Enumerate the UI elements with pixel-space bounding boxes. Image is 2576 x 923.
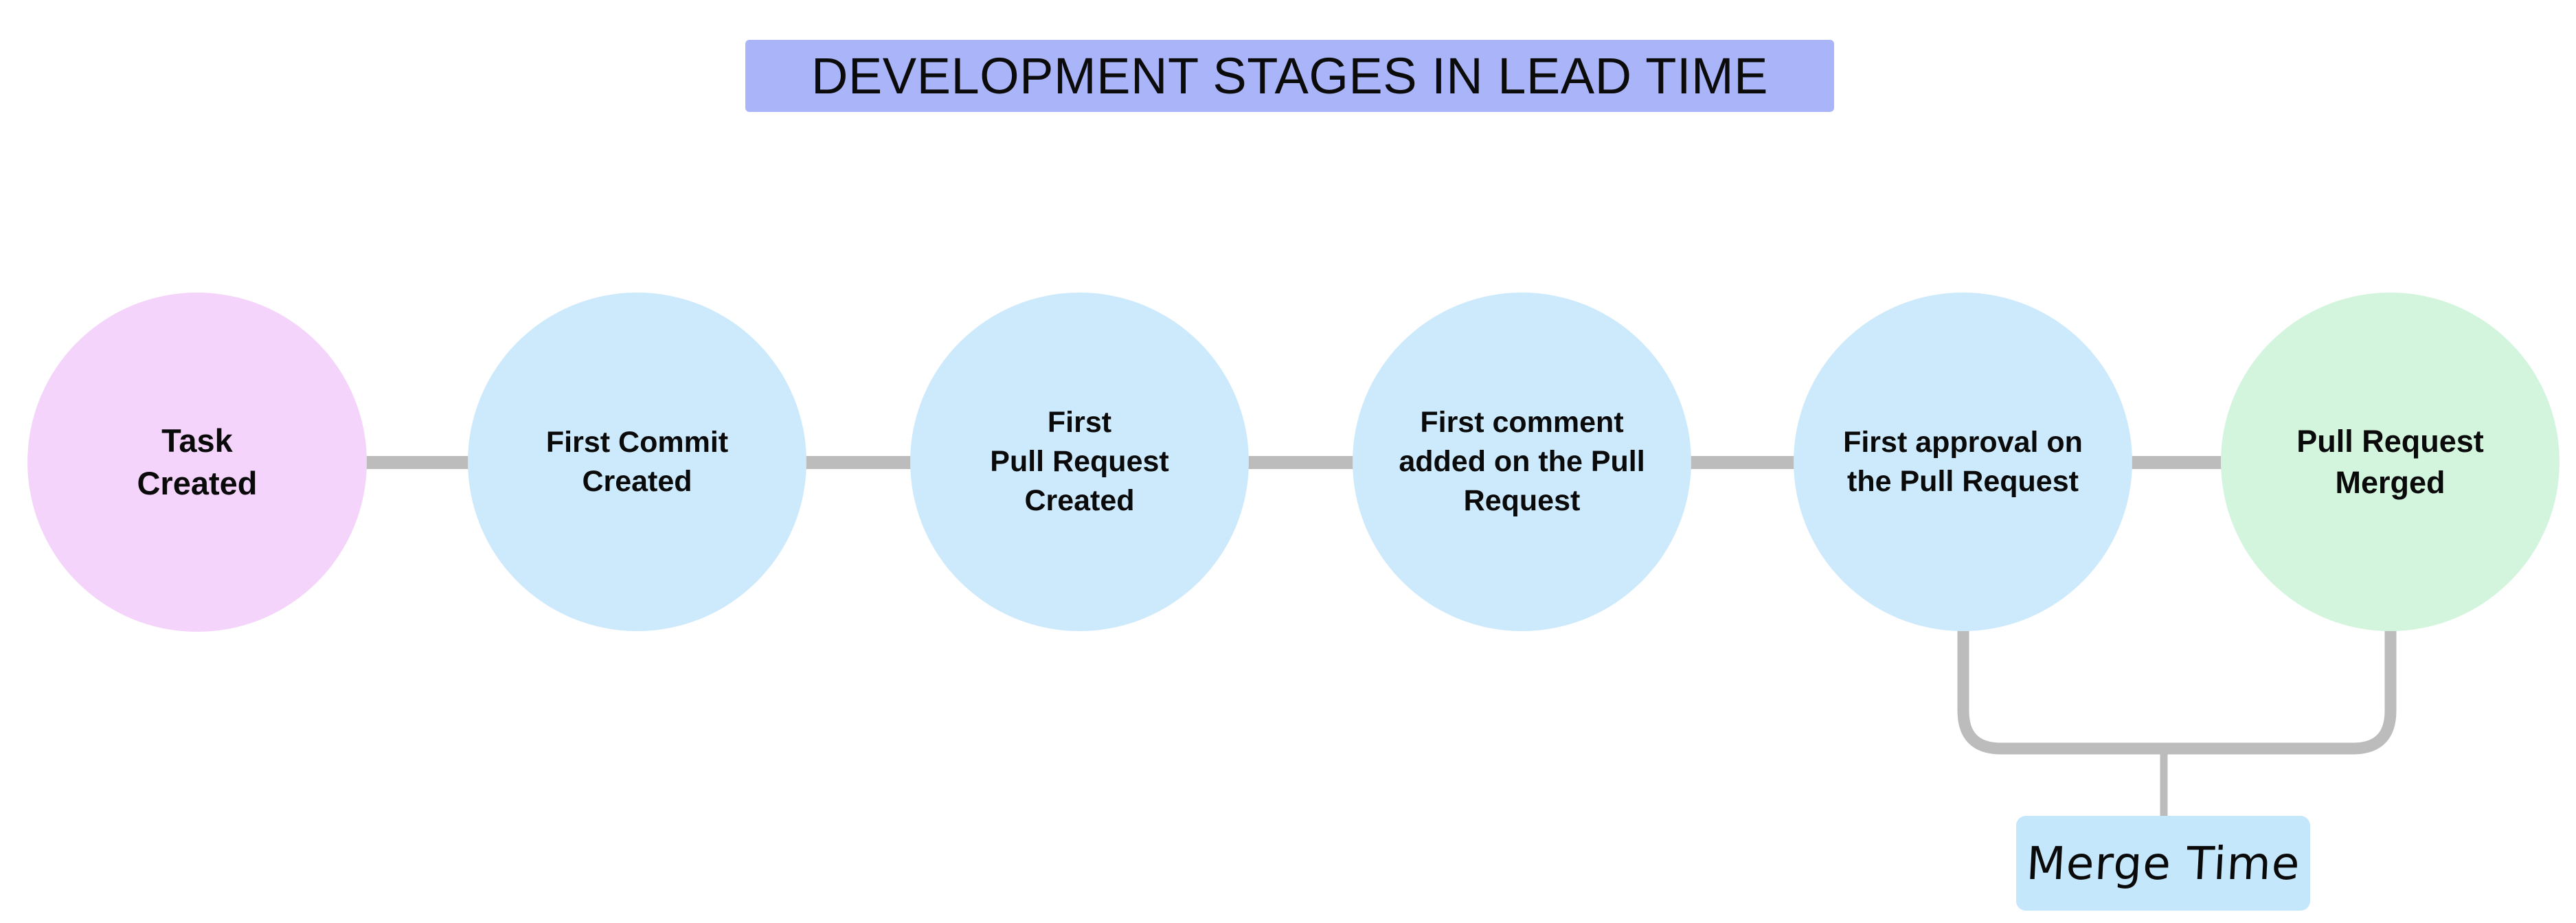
- merge-time-label: Merge Time: [2024, 836, 2302, 890]
- page-title: DEVELOPMENT STAGES IN LEAD TIME: [811, 47, 1769, 104]
- node-first-pull-request-created[interactable]: First Pull Request Created: [910, 293, 1249, 631]
- node-first-approval-on-pull-request[interactable]: First approval on the Pull Request: [1794, 293, 2132, 631]
- node-label: First Commit Created: [545, 425, 729, 498]
- node-first-comment-on-pull-request[interactable]: First comment added on the Pull Request: [1353, 293, 1691, 631]
- node-label: First Pull Request Created: [990, 406, 1169, 517]
- node-label: Pull Request Merged: [2296, 424, 2484, 500]
- connector-4-5: [1688, 456, 1796, 469]
- connector-1-2: [364, 456, 471, 469]
- node-task-created[interactable]: Task Created: [27, 293, 367, 632]
- node-pull-request-merged[interactable]: Pull Request Merged: [2221, 293, 2560, 631]
- node-label: First comment added on the Pull Request: [1399, 406, 1645, 517]
- connector-5-6: [2131, 456, 2238, 469]
- connector-2-3: [805, 456, 913, 469]
- node-label: First approval on the Pull Request: [1843, 425, 2083, 498]
- connector-3-4: [1247, 456, 1355, 469]
- node-label: Task Created: [137, 422, 258, 501]
- diagram-title-banner: DEVELOPMENT STAGES IN LEAD TIME: [745, 40, 1834, 112]
- node-first-commit-created[interactable]: First Commit Created: [468, 293, 806, 631]
- merge-time-label-box[interactable]: Merge Time: [2016, 816, 2310, 911]
